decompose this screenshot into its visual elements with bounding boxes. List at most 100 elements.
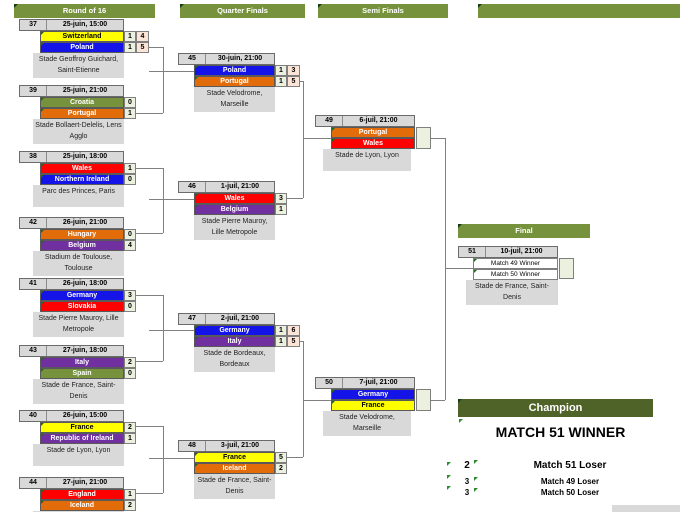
team-england[interactable]: England: [40, 489, 124, 500]
match-card-40: 40 26-juin, 15:00 France 2 Republic of I…: [19, 410, 136, 466]
bracket-connector: [445, 138, 446, 400]
score-cell[interactable]: 2: [124, 422, 136, 433]
team-germany[interactable]: Germany: [40, 290, 124, 301]
match-venue: Stade de France, Saint-Denis: [466, 280, 558, 305]
header-final: Final: [458, 224, 590, 238]
bracket-connector: [136, 168, 163, 169]
team-wales[interactable]: Wales: [40, 163, 124, 174]
score-cell[interactable]: 1: [124, 489, 136, 500]
score-cell[interactable]: 1: [124, 31, 136, 42]
score-box-pending[interactable]: [416, 389, 431, 411]
match-header: 41 26-juin, 18:00: [19, 278, 124, 290]
match-venue: Stade Geoffroy Guichard, Saint-Etienne: [33, 53, 124, 78]
penalty-score-cell[interactable]: 5: [287, 76, 300, 87]
cropped-panel: [612, 505, 680, 512]
comment-marker: [459, 419, 463, 423]
score-cell[interactable]: 3: [124, 290, 136, 301]
score-cell[interactable]: 5: [275, 452, 287, 463]
match-number: 39: [20, 86, 47, 96]
score-cell[interactable]: 0: [124, 97, 136, 108]
match-venue: Stade Bollaert-Delelis, Lens Agglo: [33, 119, 124, 144]
header-label: Champion: [528, 402, 583, 414]
penalty-score-cell[interactable]: 5: [136, 42, 149, 53]
score-cell[interactable]: 1: [124, 42, 136, 53]
bracket-connector: [287, 198, 303, 199]
score-cell[interactable]: 1: [275, 336, 287, 347]
score-cell[interactable]: 3: [275, 193, 287, 204]
team-hungary[interactable]: Hungary: [40, 229, 124, 240]
score-cell[interactable]: 1: [275, 325, 287, 336]
score-cell[interactable]: 1: [124, 108, 136, 119]
team-wales[interactable]: Wales: [194, 193, 275, 204]
team-france[interactable]: France: [40, 422, 124, 433]
header-quarter-finals: Quarter Finals: [180, 4, 305, 18]
team-italy[interactable]: Italy: [194, 336, 275, 347]
bracket-connector: [431, 400, 445, 401]
team-belgium[interactable]: Belgium: [40, 240, 124, 251]
team-wales[interactable]: Wales: [331, 138, 415, 149]
score-cell[interactable]: 0: [124, 174, 136, 185]
bracket-connector: [149, 330, 194, 331]
placement-rank: 3: [464, 477, 470, 486]
penalty-score-cell[interactable]: 5: [287, 336, 300, 347]
team-croatia[interactable]: Croatia: [40, 97, 124, 108]
penalty-score-cell[interactable]: 4: [136, 31, 149, 42]
score-cell[interactable]: 2: [275, 463, 287, 474]
match-number: 40: [20, 411, 47, 421]
score-box-pending[interactable]: [416, 127, 431, 149]
team-belgium[interactable]: Belgium: [194, 204, 275, 215]
team-italy[interactable]: Italy: [40, 357, 124, 368]
team-france[interactable]: France: [331, 400, 415, 411]
bracket-connector: [163, 168, 164, 233]
placement-label: Match 49 Loser: [540, 477, 600, 486]
score-cell[interactable]: 1: [275, 65, 287, 76]
match-card-50: 50 7-juil, 21:00 Germany France Stade Ve…: [315, 377, 431, 436]
final-away-slot[interactable]: Match 50 Winner: [473, 269, 558, 280]
team-portugal[interactable]: Portugal: [331, 127, 415, 138]
score-cell[interactable]: 2: [124, 500, 136, 511]
match-venue: Stade de France, Saint-Denis: [33, 379, 124, 404]
score-cell[interactable]: 1: [275, 204, 287, 215]
score-cell[interactable]: 2: [124, 357, 136, 368]
bracket-connector: [303, 81, 304, 198]
match-venue: Stade Pierre Mauroy, Lille Metropole: [194, 215, 275, 240]
team-portugal[interactable]: Portugal: [40, 108, 124, 119]
team-portugal[interactable]: Portugal: [194, 76, 275, 87]
team-republic-of-ireland[interactable]: Republic of Ireland: [40, 433, 124, 444]
final-home-slot[interactable]: Match 49 Winner: [473, 258, 558, 269]
team-france[interactable]: France: [194, 452, 275, 463]
score-cell[interactable]: 0: [124, 368, 136, 379]
comment-marker: [447, 462, 451, 466]
team-iceland[interactable]: Iceland: [194, 463, 275, 474]
bracket-connector: [136, 113, 163, 114]
score-cell[interactable]: 1: [124, 433, 136, 444]
score-cell[interactable]: 4: [124, 240, 136, 251]
score-cell[interactable]: 0: [124, 229, 136, 240]
score-box-pending[interactable]: [559, 258, 574, 279]
score-cell[interactable]: 1: [275, 76, 287, 87]
match-number: 47: [179, 314, 206, 324]
team-poland[interactable]: Poland: [194, 65, 275, 76]
team-northern-ireland[interactable]: Northern Ireland: [40, 174, 124, 185]
match-date: 26-juin, 21:00: [62, 219, 108, 226]
team-germany[interactable]: Germany: [194, 325, 275, 336]
match-venue: Stade Velodrome, Marseille: [194, 87, 275, 112]
match-card-48: 48 3-juil, 21:00 France 5 Iceland 2 Stad…: [178, 440, 287, 499]
penalty-score-cell[interactable]: 6: [287, 325, 300, 336]
team-poland[interactable]: Poland: [40, 42, 124, 53]
team-iceland[interactable]: Iceland: [40, 500, 124, 511]
bracket-connector: [136, 361, 163, 362]
team-switzerland[interactable]: Switzerland: [40, 31, 124, 42]
score-cell[interactable]: 1: [124, 163, 136, 174]
champion-header: Champion: [458, 399, 653, 417]
team-germany[interactable]: Germany: [331, 389, 415, 400]
team-slovakia[interactable]: Slovakia: [40, 301, 124, 312]
match-card-51: 51 10-juil, 21:00 Match 49 Winner Match …: [458, 246, 574, 305]
team-spain[interactable]: Spain: [40, 368, 124, 379]
match-card-37: 37 25-juin, 15:00 Switzerland 1 4 Poland…: [19, 19, 149, 78]
score-cell[interactable]: 0: [124, 301, 136, 312]
bracket-connector: [136, 295, 163, 296]
match-number: 51: [459, 247, 486, 257]
match-date: 25-juin, 15:00: [62, 21, 108, 28]
penalty-score-cell[interactable]: 3: [287, 65, 300, 76]
